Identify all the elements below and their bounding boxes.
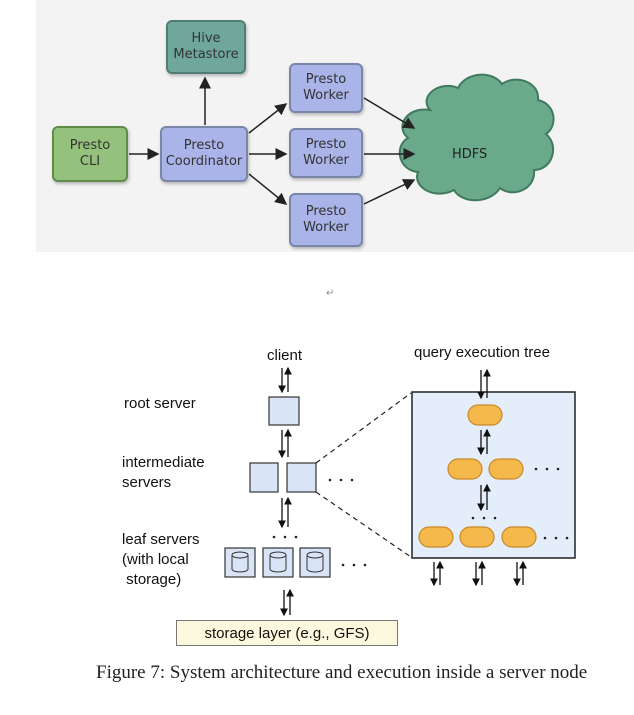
cylinder-icon — [269, 555, 287, 573]
hdfs-cloud — [398, 73, 555, 202]
tree-node-mid-2 — [488, 458, 524, 480]
figure-caption: Figure 7: System architecture and execut… — [96, 662, 588, 683]
cylinder-icon — [306, 555, 324, 573]
zoom-lines — [315, 392, 412, 558]
root-server-box — [268, 396, 300, 426]
cylinder-icon-top — [231, 551, 249, 559]
intermediate-server-box-1 — [249, 462, 279, 493]
intermediate-server-box-2 — [286, 462, 317, 493]
tree-node-root — [467, 404, 503, 426]
storage-cylinders — [231, 551, 324, 573]
intermediate-servers-label-1: intermediate — [122, 454, 205, 471]
tree-nodes — [418, 404, 537, 548]
root-server-label: root server — [124, 395, 196, 412]
cylinder-icon-top — [269, 551, 287, 559]
return-mark: ↵ — [326, 288, 335, 299]
arrow-worker3-hdfs — [363, 179, 416, 205]
hdfs-label: HDFS — [452, 147, 488, 162]
arrow-coordinator-worker1 — [248, 103, 288, 134]
query-execution-tree-label: query execution tree — [414, 344, 550, 361]
presto-worker-node-3: Presto Worker — [289, 193, 363, 247]
ellipsis-dots — [272, 467, 569, 567]
top-arrows — [129, 76, 416, 205]
tree-node-leaf-1 — [418, 526, 454, 548]
presto-cli-node: Presto CLI — [52, 126, 128, 182]
arrow-worker1-hdfs — [363, 97, 416, 129]
tree-node-leaf-2 — [459, 526, 495, 548]
cylinder-icon-top — [306, 551, 324, 559]
leaf-servers-label-3: storage) — [122, 571, 182, 588]
presto-worker-node-2: Presto Worker — [289, 128, 363, 178]
arrow-coordinator-worker3 — [248, 173, 288, 205]
presto-worker-node-1: Presto Worker — [289, 63, 363, 113]
hive-metastore-node: Hive Metastore — [166, 20, 246, 74]
leaf-servers-label-1: leaf servers — [122, 531, 200, 548]
cylinder-icon — [231, 555, 249, 573]
bidirectional-arrows — [278, 366, 527, 617]
tree-node-mid-1 — [447, 458, 483, 480]
server-boxes — [224, 396, 331, 578]
client-label: client — [267, 347, 303, 364]
tree-node-leaf-3 — [501, 526, 537, 548]
storage-layer-box: storage layer (e.g., GFS) — [176, 620, 398, 646]
leaf-servers-label-2: (with local — [122, 551, 189, 568]
intermediate-servers-label-2: servers — [122, 474, 172, 491]
presto-coordinator-node: Presto Coordinator — [160, 126, 248, 182]
